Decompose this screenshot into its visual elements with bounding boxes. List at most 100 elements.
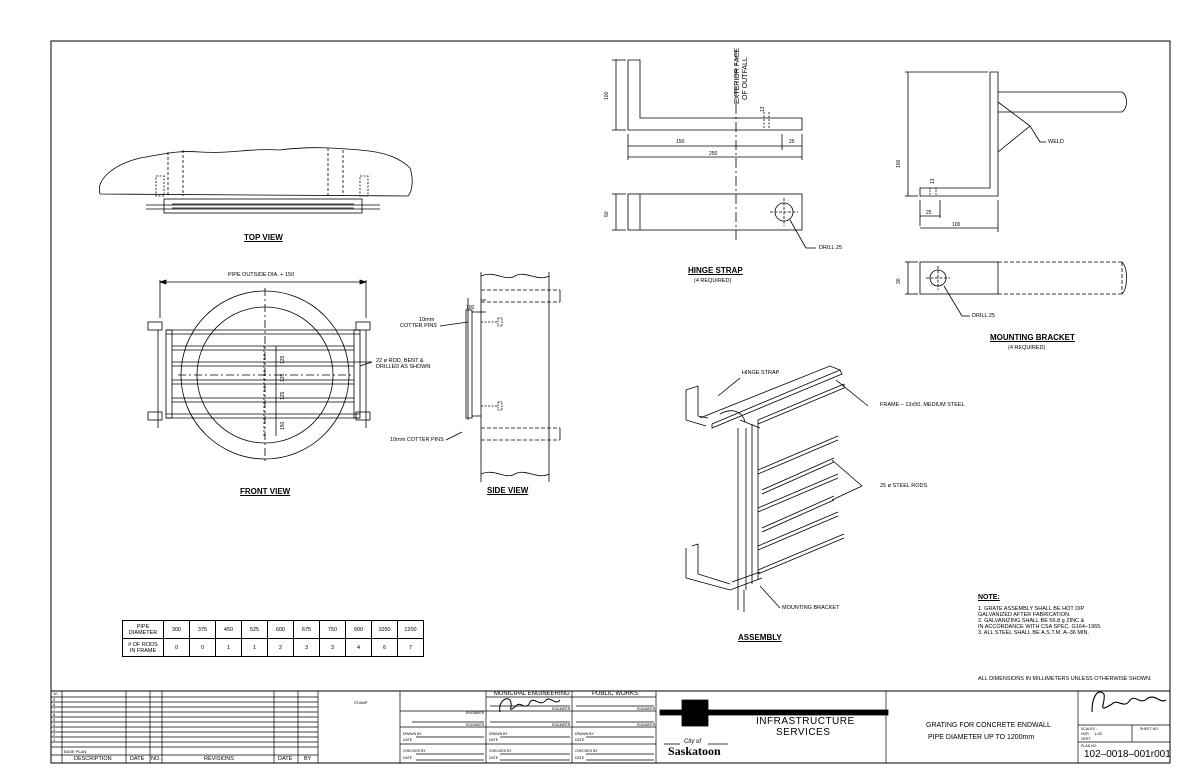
scales-label: SCALES : (1081, 727, 1097, 731)
dim-bracket-25: 25 (926, 210, 932, 216)
engineer-label: ENGINEER (552, 707, 571, 711)
front-view-title: FRONT VIEW (240, 487, 291, 496)
top-view-title: TOP VIEW (244, 233, 283, 242)
cotter-top-line2: COTTER PINS (400, 323, 437, 329)
col-no: NO. (151, 756, 161, 762)
weld-label: WELD (1048, 139, 1064, 145)
col-date: DATE (130, 756, 145, 762)
mounting-bracket-drawing (905, 71, 1127, 317)
dim-hinge-250: 250 (709, 151, 718, 157)
checked-by-label: CHECKED BY (575, 749, 598, 753)
date-label: DATE (489, 738, 499, 742)
cotter-top-line1: 10mm (419, 317, 435, 323)
rod-note-line1: 22 ø ROD, BENT & (376, 358, 424, 364)
table-cell: 3 (319, 638, 346, 657)
engineer-signature (499, 698, 561, 713)
bracket-drill-label: DRILL 25 (972, 313, 996, 319)
dim-front-125a: 125 (280, 355, 286, 364)
date-label: DATE (575, 738, 585, 742)
engineer-label: ENGINEER (637, 707, 656, 711)
note-title: NOTE: (978, 594, 1000, 601)
department-line2: SERVICES (776, 727, 831, 738)
date-label: DATE (403, 756, 413, 760)
drawing-title-line2: PIPE DIAMETER UP TO 1200mm (928, 734, 1035, 741)
assembly-hinge-label: HINGE STRAP (742, 370, 780, 376)
table-cell: 3 (293, 638, 320, 657)
hor-label: HOR. (1081, 732, 1090, 736)
dim-bracket-30: 30 (896, 278, 902, 284)
rev-number: 6 (53, 712, 56, 717)
dim-bracket-13: 13 (930, 178, 936, 184)
plan-number: 102–0018–001r001 (1084, 749, 1171, 760)
leader-lines (359, 361, 869, 609)
dim-hinge-13: 13 (760, 106, 766, 112)
col-by: BY (304, 756, 312, 762)
note-line-4: IN ACCORDANCE WITH CSA SPEC. G164–1965. (978, 624, 1102, 630)
table-cell: 600 (267, 620, 294, 639)
note-line-1: 1. GRATE ASSEMBLY SHALL BE HOT DIP (978, 606, 1085, 612)
checked-by-label: CHECKED BY (403, 749, 426, 753)
drawn-by-label: DRAWN BY (489, 732, 508, 736)
department-line1: INFRASTRUCTURE (756, 716, 855, 727)
engineer-label: ENGINEER (552, 723, 571, 727)
all-dimensions-note: ALL DIMENSIONS IN MILLIMETERS UNLESS OTH… (978, 676, 1152, 682)
assembly-bracket-label: MOUNTING BRACKET (782, 605, 840, 611)
stamp-label: STAMP (354, 700, 368, 705)
base-plan-label: BASE PLAN (64, 749, 87, 754)
rod-note-line2: DRILLED AS SHOWN (376, 364, 431, 370)
table-cell: 0 (163, 638, 190, 657)
engineer-label: ENGINEER (466, 711, 485, 715)
dim-side-100: 100 (466, 305, 475, 311)
front-view-drawing (147, 279, 372, 462)
note-line-3: 2. GALVANIZING SHALL BE 56.8 g ZINC & (978, 618, 1085, 624)
table-cell: 750 (319, 620, 346, 639)
table-cell: 6 (371, 638, 398, 657)
engineer-label: ENGINEER (466, 723, 485, 727)
table-cell: 675 (293, 620, 320, 639)
sheet-no-label: SHEET NO. (1140, 727, 1159, 731)
assembly-title: ASSEMBLY (738, 633, 782, 642)
col-description: DESCRIPTION (74, 756, 112, 762)
col-revisions: REVISIONS (204, 756, 234, 762)
assembly-frame-label: FRAME – 13x50, MEDIUM STEEL (880, 402, 965, 408)
rev-number: 5 (53, 717, 56, 722)
plan-no-label: PLAN NO. (1081, 744, 1098, 748)
rev-number: 8 (53, 702, 56, 707)
public-works-label: PUBLIC WORKS (592, 691, 639, 697)
note-line-2: GALVANIZED AFTER FABRICATION. (978, 612, 1071, 618)
dim-hinge-100: 100 (604, 91, 610, 100)
table-cell: 1050 (371, 620, 398, 639)
date-label: DATE (403, 738, 413, 742)
dim-hinge-150: 150 (676, 139, 685, 145)
rev-number: 9 (53, 697, 56, 702)
title-block-lines (50, 690, 1171, 764)
side-view-title: SIDE VIEW (487, 486, 529, 495)
rev-number: 10 (53, 691, 58, 696)
rev-number: 4 (53, 722, 56, 727)
top-view-drawing (98, 147, 413, 214)
vert-label: VERT. (1081, 737, 1091, 741)
rev-number: 2 (53, 732, 56, 737)
dim-hinge-25: 25 (789, 139, 795, 145)
city-name: Saskatoon (668, 744, 721, 758)
dim-front-150: 150 (280, 421, 286, 430)
municipal-engineering-label: MUNICIPAL ENGINEERING (494, 691, 570, 697)
city-of-label: City of (684, 739, 702, 745)
cotter-bottom-label: 10mm COTTER PINS (390, 437, 444, 443)
table-cell: 2 (267, 638, 294, 657)
hinge-strap-required: (4 REQUIRED) (694, 278, 732, 284)
hinge-strap-title: HINGE STRAP (688, 266, 743, 275)
dim-front-125c: 125 (280, 391, 286, 400)
table-cell: 300 (163, 620, 190, 639)
side-view-drawing (439, 272, 561, 482)
hinge-drill-label: DRILL 25 (819, 245, 843, 251)
table-cell: 450 (215, 620, 242, 639)
rev-number: 3 (53, 727, 56, 732)
dim-bracket-100: 100 (952, 222, 961, 228)
approval-signature (1091, 691, 1167, 713)
